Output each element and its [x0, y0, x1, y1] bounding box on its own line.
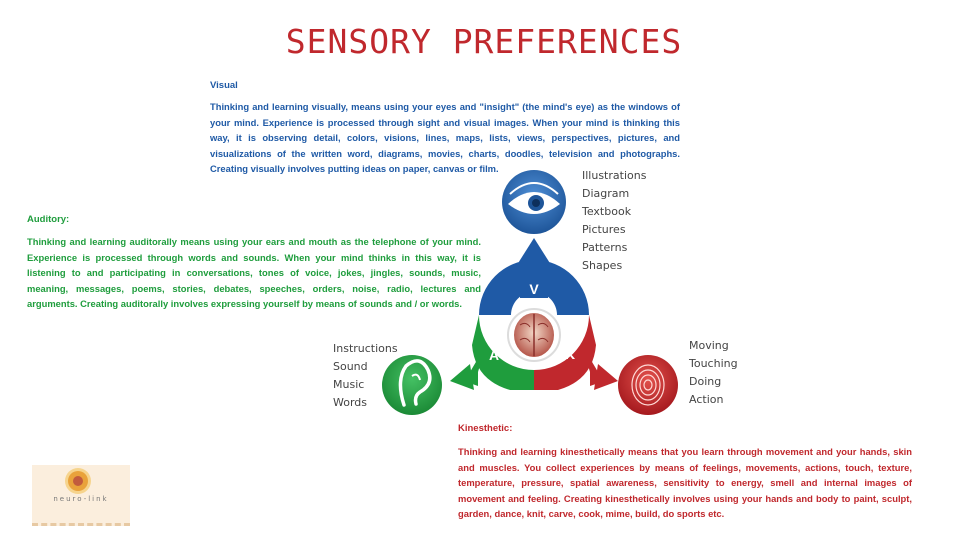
visual-segment	[479, 238, 589, 315]
list-item: Doing	[689, 373, 738, 391]
list-item: Sound	[333, 358, 398, 376]
fingerprint-icon	[618, 355, 678, 415]
list-item: Shapes	[582, 257, 646, 275]
list-item: Patterns	[582, 239, 646, 257]
list-item: Action	[689, 391, 738, 409]
list-item: Illustrations	[582, 167, 646, 185]
list-item: Moving	[689, 337, 738, 355]
neuro-link-logo: neuro-link	[32, 465, 130, 526]
list-item: Textbook	[582, 203, 646, 221]
auditory-items: Instructions Sound Music Words	[333, 340, 398, 412]
list-item: Touching	[689, 355, 738, 373]
letter-v: V	[529, 281, 539, 297]
list-item: Words	[333, 394, 398, 412]
kinesthetic-items: Moving Touching Doing Action	[689, 337, 738, 409]
list-item: Instructions	[333, 340, 398, 358]
list-item: Music	[333, 376, 398, 394]
eye-icon	[502, 170, 566, 234]
list-item: Diagram	[582, 185, 646, 203]
visual-items: Illustrations Diagram Textbook Pictures …	[582, 167, 646, 275]
logo-text: neuro-link	[32, 495, 130, 503]
logo-brain-icon	[73, 476, 83, 486]
letter-k: K	[565, 346, 575, 362]
list-item: Pictures	[582, 221, 646, 239]
letter-a: A	[489, 347, 499, 363]
brain-icon	[508, 309, 560, 361]
